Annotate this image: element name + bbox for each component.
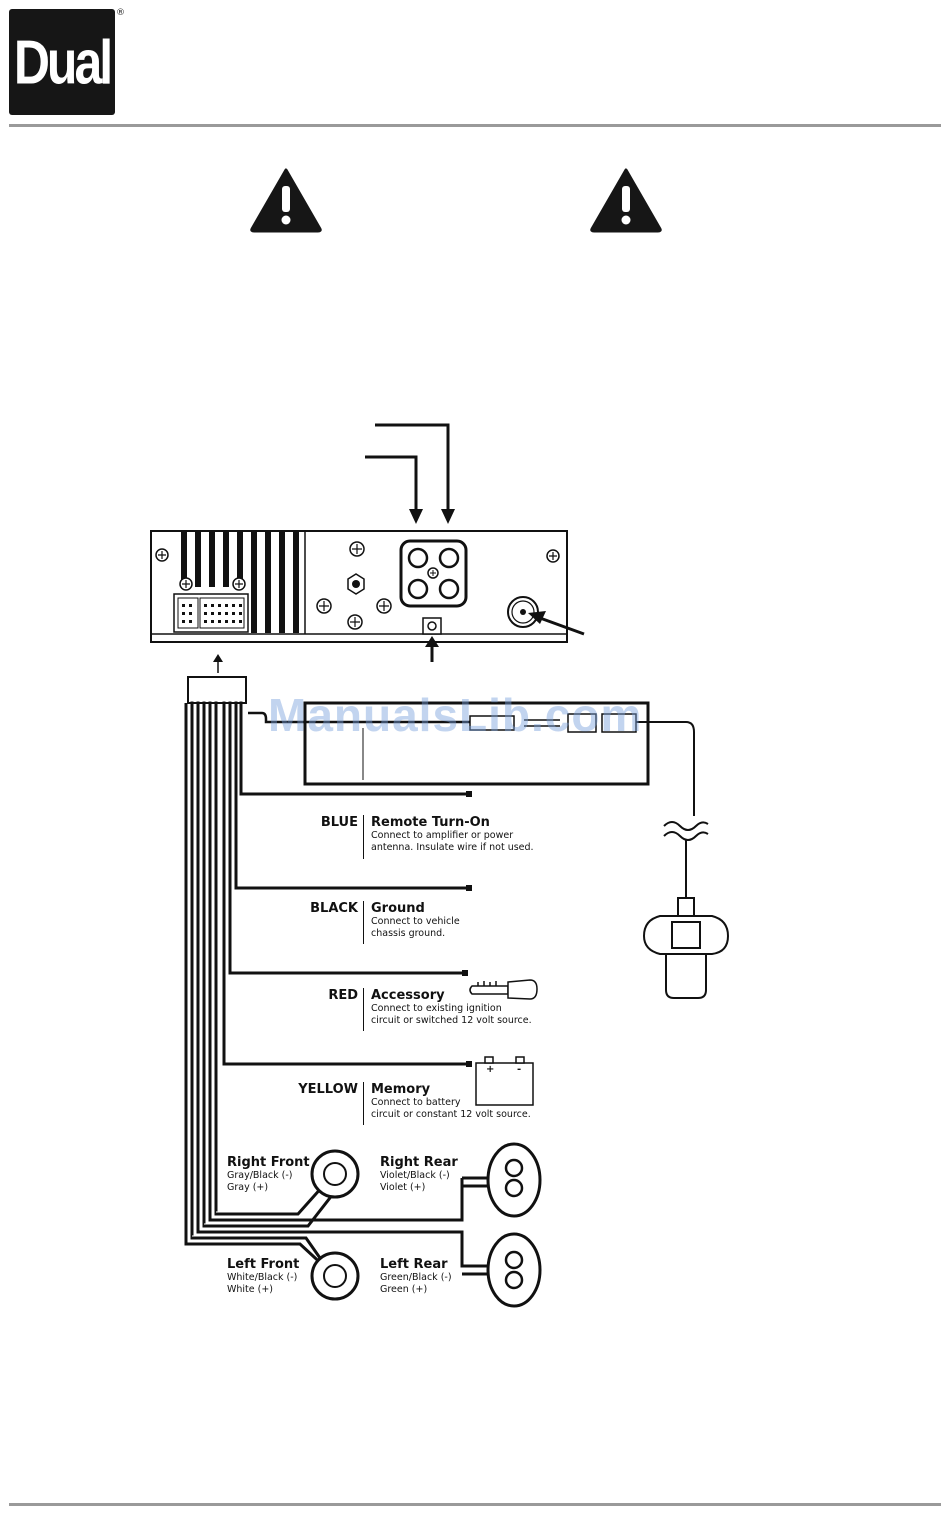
- divider: [363, 1082, 364, 1125]
- wire-desc-line: chassis ground.: [371, 928, 446, 939]
- speaker-name: Right Rear: [380, 1155, 458, 1170]
- speaker-pos-wire: Violet (+): [380, 1182, 426, 1193]
- wire-function-title: Ground: [371, 901, 425, 916]
- registered-mark: ®: [116, 8, 125, 18]
- battery-icon: [475, 1056, 534, 1106]
- watermark: ManualsLib.com: [268, 689, 643, 741]
- rca-arrows: [365, 423, 450, 512]
- wire-color-label: BLACK: [310, 901, 358, 916]
- speaker-label-left-rear: Left Rear Green/Black (-) Green (+): [380, 1257, 452, 1296]
- antenna-plug-icon: [642, 897, 730, 999]
- antenna-cable: [663, 821, 709, 900]
- battery-minus-label: -: [517, 1064, 522, 1075]
- warning-icon-left: [250, 168, 322, 233]
- speaker-name: Right Front: [227, 1155, 310, 1170]
- battery-plus-label: +: [486, 1064, 495, 1075]
- wire-color-label: RED: [328, 988, 358, 1003]
- wire-desc-line: Connect to amplifier or power: [371, 830, 514, 841]
- speaker-neg-wire: Green/Black (-): [380, 1272, 452, 1283]
- logo-text: Dual: [13, 27, 113, 97]
- speaker-label-left-front: Left Front White/Black (-) White (+): [227, 1257, 299, 1296]
- speaker-pos-wire: Green (+): [380, 1284, 428, 1295]
- footer-rule: [9, 1503, 941, 1506]
- speaker-name: Left Front: [227, 1257, 300, 1272]
- divider: [363, 815, 364, 859]
- speaker-neg-wire: Gray/Black (-): [227, 1170, 293, 1181]
- wire-desc-line: Connect to battery: [371, 1097, 461, 1108]
- speaker-neg-wire: White/Black (-): [227, 1272, 298, 1283]
- harness-wires: [190, 701, 494, 1268]
- wire-box: [248, 701, 695, 816]
- wire-desc-line: Connect to vehicle: [371, 916, 460, 927]
- speaker-neg-wire: Violet/Black (-): [380, 1170, 450, 1181]
- speaker-name: Left Rear: [380, 1257, 448, 1272]
- divider: [363, 901, 364, 944]
- wire-color-label: BLUE: [320, 815, 358, 830]
- header-rule: [9, 124, 941, 127]
- speaker-pos-wire: Gray (+): [227, 1182, 269, 1193]
- ignition-key-icon: [469, 979, 538, 1000]
- wire-desc-line: antenna. Insulate wire if not used.: [371, 842, 534, 853]
- wire-function-title: Memory: [371, 1082, 431, 1097]
- left-front-speaker: [310, 1251, 360, 1301]
- wire-color-label: YELLOW: [298, 1082, 358, 1097]
- right-rear-speaker: [486, 1142, 542, 1218]
- head-unit-chassis: [150, 530, 568, 643]
- wire-desc-line: circuit or switched 12 volt source.: [371, 1015, 532, 1026]
- dual-logo: Dual: [9, 9, 115, 115]
- left-rear-speaker: [486, 1232, 542, 1308]
- wire-desc-line: circuit or constant 12 volt source.: [371, 1109, 531, 1120]
- wire-function-title: Remote Turn-On: [371, 815, 490, 830]
- speaker-label-right-front: Right Front Gray/Black (-) Gray (+): [227, 1155, 310, 1194]
- speaker-pos-wire: White (+): [227, 1284, 274, 1295]
- wire-desc-line: Connect to existing ignition: [371, 1003, 502, 1014]
- divider: [363, 988, 364, 1031]
- harness-wire-highlights: [192, 1211, 306, 1237]
- wire-function-title: Accessory: [371, 988, 445, 1003]
- warning-icon-right: [590, 168, 662, 233]
- right-front-speaker: [310, 1149, 360, 1199]
- speaker-label-right-rear: Right Rear Violet/Black (-) Violet (+): [380, 1155, 458, 1194]
